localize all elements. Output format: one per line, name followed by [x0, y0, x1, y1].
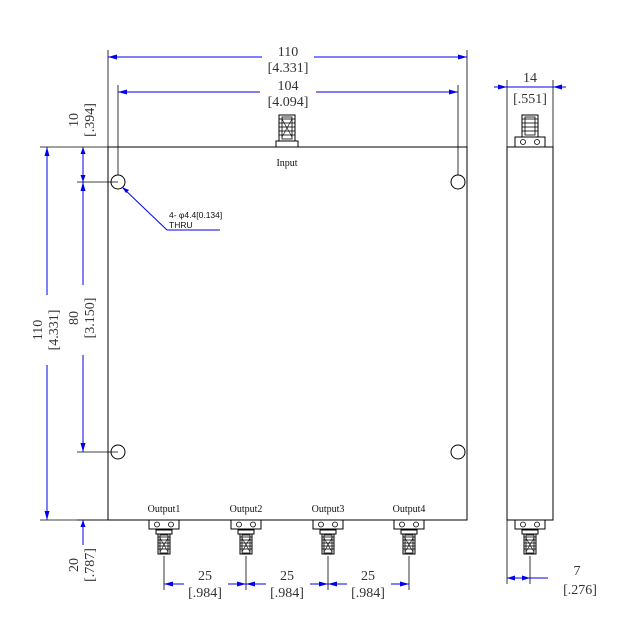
dimension-side-connector-offset: 7 [.276]	[506, 520, 597, 598]
input-connector	[275, 114, 299, 148]
dimension-overall-height: 110 [4.331]	[30, 146, 108, 521]
pitch-3-in: [.984]	[351, 586, 385, 601]
dim-bottom-offset-mm: 20	[67, 558, 82, 572]
dim-hole-x-mm: 104	[278, 79, 299, 94]
output-connector-3	[312, 519, 344, 555]
housing-outline	[107, 146, 468, 521]
dim-width-in: [4.331]	[268, 61, 309, 76]
output-label-2: Output2	[230, 504, 263, 515]
output-connector-4	[393, 519, 425, 555]
side-housing-outline	[506, 146, 554, 521]
dim-hole-y-in: [3.150]	[83, 298, 98, 339]
dimension-hole-spacing-y: 80 [3.150]	[67, 181, 118, 453]
hole-note-thru: THRU	[169, 220, 193, 230]
mounting-hole-bottom-right	[450, 444, 466, 460]
input-label: Input	[276, 158, 297, 169]
hole-note-size: 4- φ4.4[0.134]	[169, 210, 222, 220]
dim-bottom-offset-in: [.787]	[83, 548, 98, 582]
dimension-overall-width: 110 [4.331]	[107, 45, 468, 147]
pitch-1-mm: 25	[198, 569, 212, 584]
dim-offset-mm: 7	[574, 564, 581, 579]
dim-offset-in: [.276]	[563, 583, 597, 598]
output-connector-1	[148, 519, 180, 555]
dim-top-offset-mm: 10	[67, 113, 82, 127]
pitch-2-in: [.984]	[270, 586, 304, 601]
side-output-connector	[514, 519, 546, 555]
dim-hole-x-in: [4.094]	[268, 95, 309, 110]
side-input-connector	[514, 114, 546, 148]
dim-hole-y-mm: 80	[67, 311, 82, 325]
dim-height-mm: 110	[31, 320, 46, 340]
pitch-2-mm: 25	[280, 569, 294, 584]
hole-callout: 4- φ4.4[0.134] THRU	[121, 186, 222, 231]
dim-thickness-mm: 14	[523, 71, 537, 86]
side-view: 14 [.551] 7 [.276]	[494, 71, 597, 598]
output-label-3: Output3	[312, 504, 345, 515]
front-view: Input Output1 Output2 Output3	[30, 45, 468, 602]
dim-width-mm: 110	[278, 45, 298, 60]
output-label-1: Output1	[148, 504, 181, 515]
dim-top-offset-in: [.394]	[83, 103, 98, 137]
dimension-output-pitch: 25 [.984] 25 [.984] 25 [.984]	[163, 556, 410, 602]
pitch-3-mm: 25	[361, 569, 375, 584]
dim-thickness-in: [.551]	[513, 92, 547, 107]
dimension-hole-spacing-x: 104 [4.094]	[117, 79, 459, 175]
dimension-bottom-offset: 20 [.787]	[67, 519, 108, 582]
dim-height-in: [4.331]	[47, 310, 62, 351]
pitch-1-in: [.984]	[188, 586, 222, 601]
mounting-hole-top-right	[450, 174, 466, 190]
dimension-top-offset: 10 [.394]	[67, 103, 98, 182]
output-connector-2	[230, 519, 262, 555]
output-label-4: Output4	[393, 504, 426, 515]
dimension-side-thickness: 14 [.551]	[494, 71, 566, 147]
